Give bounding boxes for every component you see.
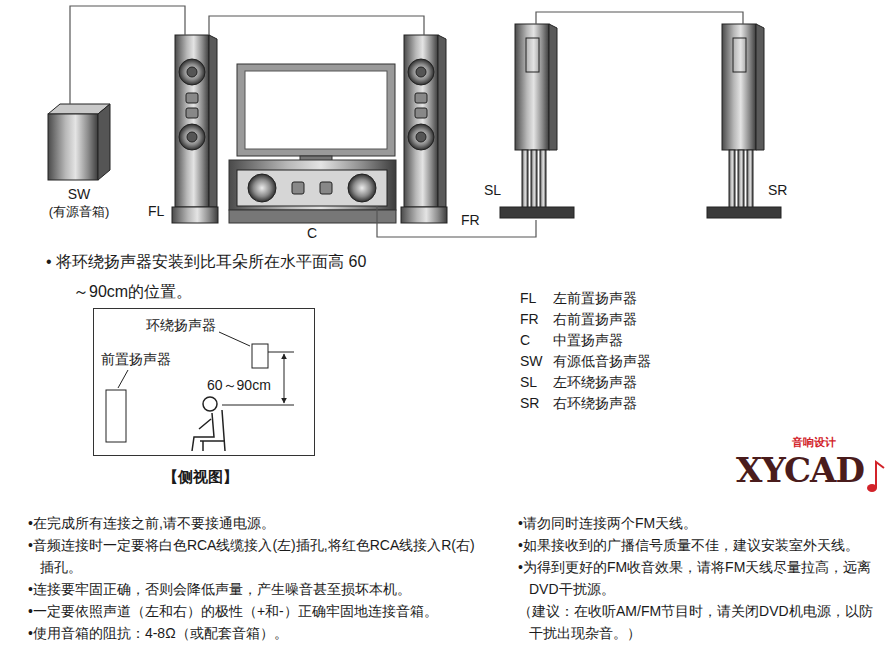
legend-code: C — [520, 332, 530, 349]
center-woofer — [248, 174, 276, 202]
part-label: 环绕扬声器 — [146, 317, 216, 334]
center-speaker: C — [237, 170, 387, 206]
side-view-frame: 环绕扬声器前置扬声器 60～90cm — [93, 308, 315, 456]
chair — [200, 410, 225, 451]
connection-note: •一定要依照声道（左和右）的极性（+和-）正确牢固地连接音箱。 — [28, 600, 476, 622]
surround-left-speaker: SL — [498, 24, 574, 220]
radio-note: •请勿同时连接两个FM天线。 — [518, 512, 884, 534]
surround-left-stand — [500, 24, 574, 218]
legend-meaning: 左前置扬声器 — [553, 290, 637, 307]
legend-meaning: 左环绕扬声器 — [553, 374, 637, 391]
speaker-wire — [209, 16, 424, 35]
subwoofer-front — [48, 114, 98, 180]
speaker-code: C — [307, 225, 317, 242]
center-speaker-body — [237, 170, 387, 206]
subwoofer-side — [98, 104, 110, 180]
connection-note: •音频连接时一定要将白色RCA线缆接入(左)插孔,将红色RCA线接入R(右)插孔… — [28, 534, 476, 578]
tv-screen — [245, 71, 387, 149]
center-tweeter — [292, 182, 304, 194]
speaker-code: FL — [148, 203, 164, 220]
legend-meaning: 中置扬声器 — [553, 332, 623, 349]
watermark-note — [876, 462, 884, 488]
speaker-code: SR — [768, 182, 787, 199]
front-right-speaker: FR — [404, 35, 446, 223]
legend-meaning: 右前置扬声器 — [553, 311, 637, 328]
leader-line — [219, 332, 250, 346]
radio-note: •为得到更好的FM收音效果，请将FM天线尽量拉高，远离DVD干扰源。 — [518, 556, 884, 600]
view-caption: 【侧视图】 — [163, 468, 238, 486]
dimension-label: 60～90cm — [207, 377, 271, 394]
tv-cabinet-base — [229, 210, 396, 223]
legend-code: SL — [520, 374, 537, 391]
legend-code: FL — [520, 290, 536, 307]
tv-frame — [237, 64, 395, 156]
dimension-line — [284, 354, 285, 403]
front-left-speaker: FL — [175, 35, 217, 223]
tv-cabinet — [229, 160, 396, 210]
radio-note: •如果接收到的广播信号质量不佳，建议安装室外天线。 — [518, 534, 884, 556]
front-right-tower — [401, 35, 447, 223]
legend-meaning: 右环绕扬声器 — [553, 395, 637, 412]
subwoofer: SW(有源音箱) — [48, 104, 110, 180]
speaker-wire — [377, 206, 536, 237]
center-woofer — [348, 174, 376, 202]
watermark-logo: XYCAD — [736, 450, 864, 491]
leader-line — [118, 370, 128, 388]
speaker-note: (有源音箱) — [49, 204, 110, 220]
legend-code: SR — [520, 395, 539, 412]
front-speaker-symbol — [106, 390, 126, 442]
surround-speaker-symbol — [252, 344, 268, 368]
install-note: • 将环绕扬声器安装到比耳朵所在水平面高 60～90cm的位置。 — [46, 247, 372, 307]
connection-note: •连接要牢固正确，否则会降低声量，产生噪音甚至损坏本机。 — [28, 578, 476, 600]
speaker-code: FR — [461, 212, 480, 229]
dimension-tick — [268, 352, 294, 353]
speaker-code: SL — [484, 182, 501, 199]
watermark-text: 音响设计 — [792, 436, 836, 449]
speaker-code: SW — [68, 186, 91, 203]
legend-meaning: 有源低音扬声器 — [553, 353, 651, 370]
legend-code: SW — [520, 353, 543, 370]
connection-note: •使用音箱的阻抗：4-8Ω（或配套音箱）。 — [28, 622, 476, 644]
speaker-wire — [70, 6, 185, 104]
connection-note: •在完成所有连接之前,请不要接通电源。 — [28, 512, 476, 534]
speaker-wire — [536, 12, 743, 24]
center-tweeter — [320, 182, 332, 194]
legend-code: FR — [520, 311, 539, 328]
part-label: 前置扬声器 — [101, 351, 171, 368]
surround-right-speaker: SR — [705, 24, 781, 220]
front-left-tower — [172, 35, 218, 223]
radio-note: （建议：在收听AM/FM节目时，请关闭DVD机电源，以防干扰出现杂音。） — [518, 600, 884, 644]
dimension-tick — [222, 405, 294, 406]
listener-head — [203, 397, 217, 411]
